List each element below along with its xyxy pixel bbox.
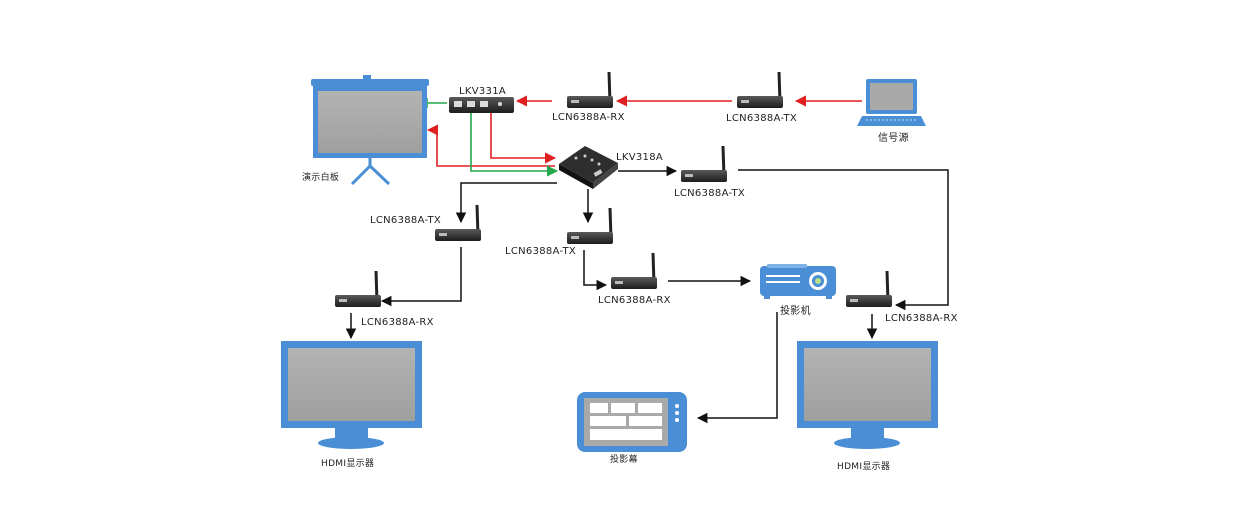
projector-label: 投影机 bbox=[780, 306, 811, 317]
projector-icon bbox=[760, 264, 836, 299]
tx-top-right-device-icon bbox=[737, 71, 783, 108]
rx-right-bottom-device-icon bbox=[846, 270, 892, 307]
projection-screen-label: 投影幕 bbox=[610, 455, 638, 465]
link-tx-center-to-rx-center bbox=[583, 250, 608, 291]
tx-left-mid-label: LCN6388A-TX bbox=[370, 215, 442, 226]
signal-source-label: 信号源 bbox=[878, 133, 909, 144]
tx-right-mid-device-icon bbox=[681, 145, 727, 182]
laptop-icon bbox=[857, 79, 926, 126]
lkv318a-label: LKV318A bbox=[616, 152, 663, 163]
rx-center-device-icon bbox=[611, 252, 657, 289]
hdmi-left-label: HDMI显示器 bbox=[321, 459, 375, 469]
link-tx-right-to-rx-right bbox=[738, 169, 949, 311]
lkv318a-device-icon bbox=[559, 146, 618, 189]
link-lkv331a-to-lkv318a-red bbox=[490, 113, 557, 164]
hdmi-monitor-right-icon bbox=[797, 341, 938, 449]
whiteboard-icon bbox=[311, 75, 429, 186]
link-lkv318a-to-whiteboard-red bbox=[426, 124, 555, 167]
link-lkv331a-to-lkv318a-green bbox=[470, 113, 559, 177]
link-lkv318a-to-tx-left bbox=[455, 182, 557, 224]
rx-center-label: LCN6388A-RX bbox=[598, 295, 671, 306]
rx-top-left-device-icon bbox=[567, 71, 613, 108]
tx-top-right-label: LCN6388A-TX bbox=[726, 113, 798, 124]
tx-center-mid-device-icon bbox=[567, 207, 613, 244]
tx-center-mid-label: LCN6388A-TX bbox=[505, 246, 577, 257]
rx-right-bottom-label: LCN6388A-RX bbox=[885, 313, 958, 324]
whiteboard-label: 演示白板 bbox=[302, 173, 340, 183]
tx-left-mid-device-icon bbox=[435, 204, 481, 241]
projection-screen-icon bbox=[577, 392, 687, 452]
tx-right-mid-label: LCN6388A-TX bbox=[674, 188, 746, 199]
lkv331a-device-icon bbox=[449, 97, 514, 113]
hdmi-monitor-left-icon bbox=[281, 341, 422, 449]
rx-top-left-label: LCN6388A-RX bbox=[552, 112, 625, 123]
rx-left-bottom-label: LCN6388A-RX bbox=[361, 317, 434, 328]
link-tx-left-to-rx-left bbox=[380, 247, 462, 307]
rx-left-bottom-device-icon bbox=[335, 270, 381, 307]
link-projector-to-screen bbox=[696, 312, 778, 424]
hdmi-right-label: HDMI显示器 bbox=[837, 462, 891, 472]
lkv331a-label: LKV331A bbox=[459, 86, 506, 97]
